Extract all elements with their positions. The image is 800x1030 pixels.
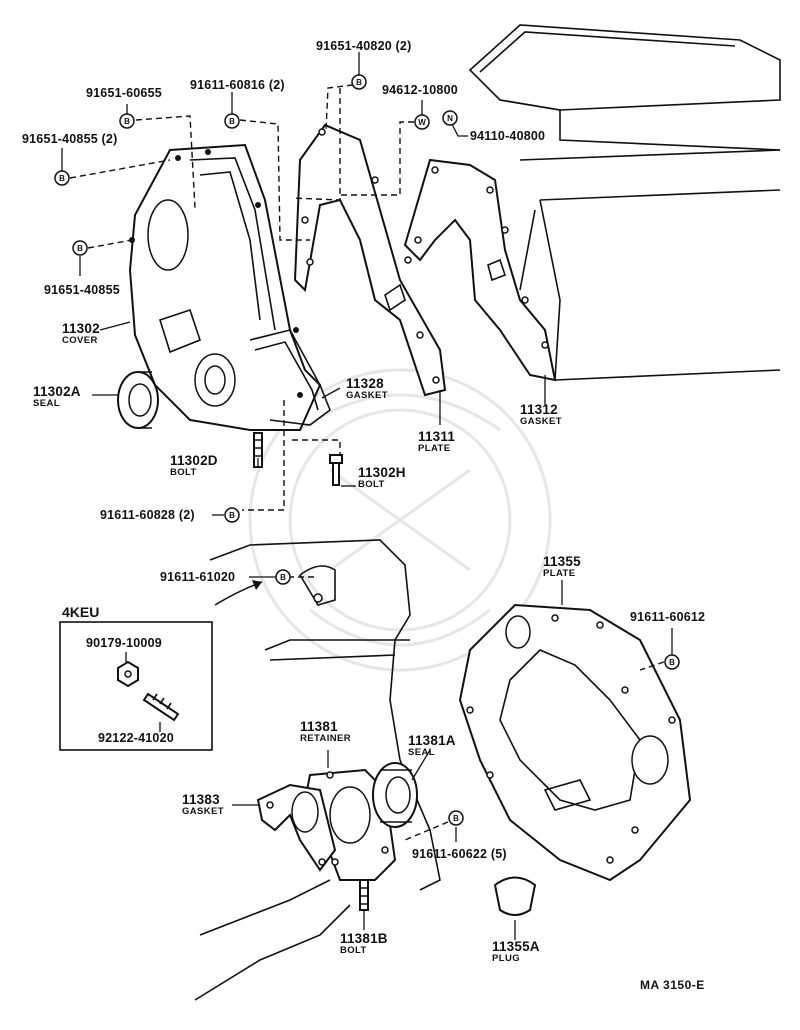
label-11381A-seal: 11381A SEAL	[408, 734, 456, 758]
callout-bubbles: B B B B B W N B B B B	[54, 74, 680, 826]
label-90179-10009: 90179-10009	[86, 636, 162, 650]
part-name: BOLT	[170, 467, 197, 478]
label-11302-cover: 11302 COVER	[62, 322, 100, 346]
label-92122-41020: 92122-41020	[98, 731, 174, 745]
part-name: SEAL	[408, 747, 435, 758]
bolt-11381B	[359, 879, 369, 911]
engine-block-lower	[194, 539, 441, 1001]
part-name: BOLT	[358, 479, 385, 490]
part-number: 11355	[543, 554, 581, 569]
timing-cover	[128, 143, 322, 431]
part-number: 11302H	[358, 465, 406, 480]
svg-text:B: B	[280, 573, 286, 582]
part-name: GASKET	[182, 806, 224, 817]
label-91651-40855: 91651-40855	[44, 283, 120, 297]
bubble-b-91611-60622: B	[448, 810, 464, 826]
svg-text:B: B	[229, 117, 235, 126]
svg-text:W: W	[418, 118, 426, 127]
bubble-n-94110-40800: N	[442, 110, 458, 126]
label-91611-60612: 91611-60612	[630, 610, 706, 624]
part-name: GASKET	[346, 390, 388, 401]
inset-title: 4KEU	[62, 604, 100, 620]
label-11355-plate: 11355 PLATE	[543, 555, 581, 579]
bubble-b-91611-60612: B	[664, 654, 680, 670]
watermark	[248, 368, 552, 672]
gasket-11312	[403, 158, 557, 382]
engine-block-upper	[468, 24, 781, 381]
label-11355A-plug: 11355A PLUG	[492, 940, 540, 964]
label-91611-60828-2: 91611-60828 (2)	[100, 508, 195, 522]
label-11311-plate: 11311 PLATE	[418, 430, 455, 454]
svg-text:B: B	[124, 117, 130, 126]
part-number: 11302A	[33, 384, 81, 399]
label-11302D-bolt: 11302D BOLT	[170, 454, 218, 478]
part-number: 11328	[346, 376, 384, 391]
part-name: PLATE	[418, 443, 451, 454]
label-91611-60816-2: 91611-60816 (2)	[190, 78, 285, 92]
dashed-fastener-lines	[69, 84, 665, 841]
plate-11311	[293, 123, 447, 397]
svg-text:B: B	[453, 814, 459, 823]
bubble-b-91651-60655: B	[119, 113, 135, 129]
part-number: 11381	[300, 719, 338, 734]
bubble-b-91611-60816: B	[224, 113, 240, 129]
label-11328-gasket: 11328 GASKET	[346, 377, 388, 401]
svg-text:B: B	[59, 174, 65, 183]
inset-stud-92122	[142, 692, 180, 722]
label-11302A-seal: 11302A SEAL	[33, 385, 81, 409]
label-91651-40820-2: 91651-40820 (2)	[316, 39, 412, 53]
bolt-11302H	[329, 454, 343, 486]
seal-11302A	[117, 371, 159, 429]
label-11381-retainer: 11381 RETAINER	[300, 720, 351, 744]
part-number: 11381B	[340, 931, 388, 946]
label-11312-gasket: 11312 GASKET	[520, 403, 562, 427]
bubble-b-91651-40855-2: B	[54, 170, 70, 186]
part-number: 11311	[418, 429, 456, 444]
part-name: COVER	[62, 335, 98, 346]
inset-nut-90179	[117, 660, 139, 688]
cover-gasket	[249, 329, 331, 426]
label-91611-61020: 91611-61020	[160, 570, 236, 584]
label-11383-gasket: 11383 GASKET	[182, 793, 224, 817]
part-name: PLATE	[543, 568, 576, 579]
leader-lines	[61, 52, 673, 940]
gasket-11383	[256, 783, 337, 872]
svg-text:B: B	[669, 658, 675, 667]
diagram-code: MA 3150-E	[640, 978, 705, 992]
part-number: 11312	[520, 402, 558, 417]
label-11381B-bolt: 11381B BOLT	[340, 932, 388, 956]
part-name: RETAINER	[300, 733, 352, 744]
seal-11381A	[372, 762, 418, 828]
bubble-w-94612-10800: W	[414, 114, 430, 130]
svg-text:B: B	[77, 244, 83, 253]
plug-11355A	[493, 876, 537, 916]
part-number: 11302D	[170, 453, 218, 468]
part-number: 11302	[62, 321, 100, 336]
svg-text:B: B	[356, 78, 362, 87]
bubble-b-91651-40855: B	[72, 240, 88, 256]
part-number: 11383	[182, 792, 220, 807]
bubble-b-91651-40820: B	[351, 74, 367, 90]
bubble-b-91611-60828: B	[224, 507, 240, 523]
part-number: 11381A	[408, 733, 456, 748]
bubble-b-91611-61020: B	[275, 569, 291, 585]
label-94110-40800: 94110-40800	[470, 129, 546, 143]
label-91611-60622-5: 91611-60622 (5)	[412, 847, 507, 861]
svg-text:B: B	[229, 511, 235, 520]
label-94612-10800: 94612-10800	[382, 83, 458, 97]
label-91651-60655: 91651-60655	[86, 86, 162, 100]
inset-4keu-box	[59, 621, 213, 751]
plate-11355	[458, 603, 692, 882]
part-name: SEAL	[33, 398, 60, 409]
svg-text:N: N	[447, 114, 453, 123]
part-name: GASKET	[520, 416, 562, 427]
label-11302H-bolt: 11302H BOLT	[358, 466, 406, 490]
part-number: 11355A	[492, 939, 540, 954]
part-name: BOLT	[340, 945, 367, 956]
part-name: PLUG	[492, 953, 520, 964]
label-91651-40855-2: 91651-40855 (2)	[22, 132, 118, 146]
